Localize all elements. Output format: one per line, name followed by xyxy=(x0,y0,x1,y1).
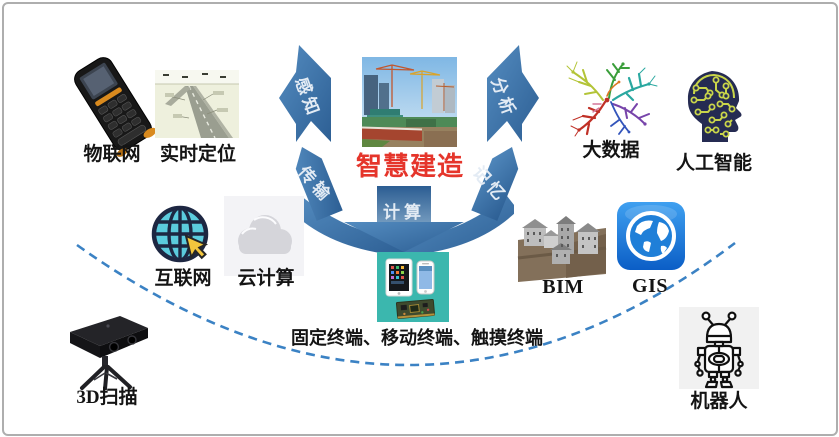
scan3d-label: 3D扫描 xyxy=(76,387,138,408)
handheld-pda-icon xyxy=(74,57,157,157)
transmission-arrow xyxy=(295,147,343,221)
bigdata-label: 大数据 xyxy=(582,140,640,161)
computing-down-head xyxy=(344,222,464,252)
bim-label: BIM xyxy=(542,276,584,298)
building-model-image xyxy=(514,198,610,284)
page-title: 智慧建造 xyxy=(355,152,464,181)
robot-label: 机器人 xyxy=(690,391,748,412)
runway-map-image xyxy=(155,70,239,138)
iot-label: 物联网 xyxy=(83,144,141,165)
tablet-phone-board-icon xyxy=(377,252,449,322)
gis-label: GIS xyxy=(632,275,668,297)
construction-site-photo xyxy=(362,57,457,147)
globe-cursor-icon xyxy=(151,205,209,263)
terminals-caption: 固定终端、移动终端、触摸终端 xyxy=(291,328,543,348)
cloud-icon xyxy=(224,196,304,276)
memory-arrow xyxy=(471,147,519,221)
cloud-label: 云计算 xyxy=(237,268,295,289)
circuit-head-icon xyxy=(687,71,742,142)
robot-icon xyxy=(679,307,759,389)
globe-app-icon xyxy=(617,202,685,270)
tripod-scanner-icon xyxy=(70,316,148,390)
perception-arrow xyxy=(279,45,331,142)
internet-label: 互联网 xyxy=(154,268,212,289)
positioning-label: 实时定位 xyxy=(159,144,236,165)
ai-label: 人工智能 xyxy=(675,153,752,174)
computing-label: 计算 xyxy=(383,202,425,222)
analysis-arrow xyxy=(487,45,539,142)
dashed-arc xyxy=(76,241,736,367)
mindmap-tree-image xyxy=(563,56,659,138)
